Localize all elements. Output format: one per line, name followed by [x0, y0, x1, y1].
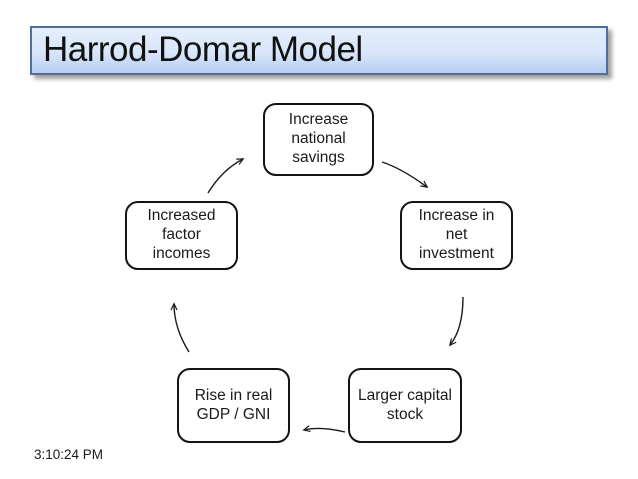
arrow-savings-to-net-investment [381, 161, 427, 187]
page-title: Harrod-Domar Model [43, 29, 363, 69]
arrow-net-investment-to-capital-stock [450, 296, 464, 345]
node-label: Larger capital stock [358, 386, 452, 423]
node-label: Increase in net investment [418, 207, 495, 262]
node-label: Increased factor incomes [147, 207, 216, 262]
node-increase-net-investment: Increase in net investment [400, 201, 513, 270]
arrow-gdp-to-factor-incomes [174, 304, 190, 353]
arrow-capital-stock-to-gdp [304, 428, 346, 433]
title-bar: Harrod-Domar Model [30, 26, 608, 75]
node-label: Rise in real GDP / GNI [194, 386, 273, 423]
timestamp: 3:10:24 PM [34, 447, 104, 462]
node-larger-capital-stock: Larger capital stock [348, 368, 462, 443]
node-rise-real-gdp-gni: Rise in real GDP / GNI [177, 368, 290, 443]
node-increase-national-savings: Increase national savings [263, 103, 374, 176]
node-label: Increase national savings [288, 111, 349, 166]
node-increased-factor-incomes: Increased factor incomes [125, 201, 238, 270]
arrow-factor-incomes-to-savings [207, 159, 243, 194]
